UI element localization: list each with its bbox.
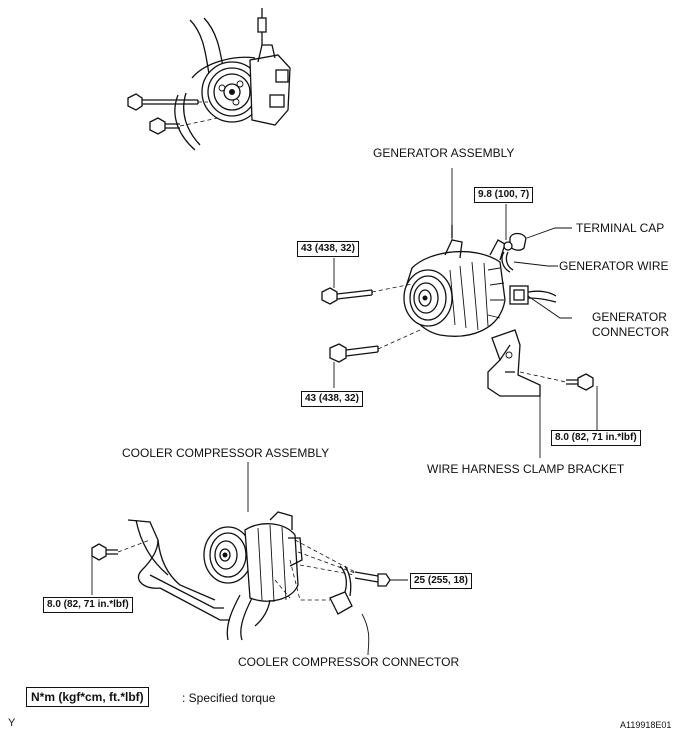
bracket-bolt [519,371,594,391]
compressor-right-bolt [294,539,391,587]
leader-lines-compressor [91,462,408,656]
footer-mark: Y [8,717,16,729]
wire-harness-clamp-bracket-part [487,329,541,397]
generator-lower-bolt-torque: 43 (438, 32) [301,391,363,407]
generator-connector-part [509,285,557,305]
generator-wire-label: GENERATOR WIRE [559,259,669,273]
cooler-compressor-assembly-label: COOLER COMPRESSOR ASSEMBLY [122,446,330,460]
compressor-right-bolt-torque: 25 (255, 18) [410,573,472,589]
figure-id: A119918E01 [620,720,672,730]
generator-assembly-label: GENERATOR ASSEMBLY [373,146,515,160]
cooler-compressor-connector-label: COOLER COMPRESSOR CONNECTOR [238,655,460,669]
compressor-dashed-lines [274,559,330,601]
generator-connector-label-line2: CONNECTOR [592,325,670,339]
compressor-body [127,511,303,641]
terminal-cap-part [509,232,527,251]
pump-bolt-long [127,93,208,111]
generator-wire-part [501,241,514,273]
wire-harness-clamp-bracket-label: WIRE HARNESS CLAMP BRACKET [427,462,625,476]
generator-lower-bolt [329,329,421,363]
generator-body [403,225,506,337]
pump-bolt-short [149,117,219,135]
power-steering-pump [174,8,291,151]
leader-lines-generator [333,168,598,458]
bracket-bolt-torque: 8.0 (82, 71 in.*lbf) [551,430,641,446]
terminal-cap-label: TERMINAL CAP [576,221,665,235]
generator-upper-bolt-torque: 43 (438, 32) [297,241,359,257]
compressor-left-bolt [91,539,151,561]
legend-text: : Specified torque [182,691,276,705]
compressor-connector-part [329,565,353,615]
legend-unit-box: N*m (kgf*cm, ft.*lbf) [26,687,149,707]
generator-upper-bolt [321,283,413,305]
compressor-left-bolt-torque: 8.0 (82, 71 in.*lbf) [43,597,133,613]
terminal-nut-torque: 9.8 (100, 7) [474,187,534,203]
generator-connector-label-line1: GENERATOR [592,310,667,324]
